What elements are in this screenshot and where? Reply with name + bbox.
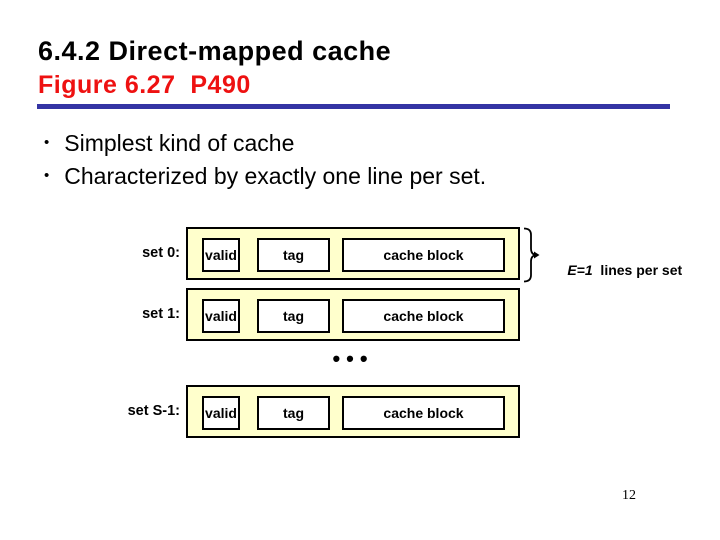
title-rule <box>37 104 670 109</box>
cache-set-row-1: set 1: valid tag cache block <box>110 288 590 341</box>
slide-title: 6.4.2 Direct-mapped cache <box>38 36 392 66</box>
set-label: set 1: <box>142 306 180 322</box>
cache-block-cell: cache block <box>342 299 505 333</box>
valid-cell: valid <box>202 396 240 430</box>
bullet-item: • Simplest kind of cache <box>44 128 486 158</box>
bullet-marker: • <box>44 134 50 151</box>
page-number: 12 <box>622 488 636 503</box>
ellipsis-dots: ••• <box>332 346 374 371</box>
e-equals-label: E=1 <box>567 262 593 278</box>
set-label: set 0: <box>142 245 180 261</box>
slide-subtitle: Figure 6.27 P490 <box>38 71 251 99</box>
tag-cell: tag <box>257 238 330 272</box>
bullet-text: Simplest kind of cache <box>64 130 295 156</box>
bullet-list: • Simplest kind of cache • Characterized… <box>44 128 486 194</box>
set-label: set S-1: <box>127 403 180 419</box>
tag-cell: tag <box>257 299 330 333</box>
bullet-item: • Characterized by exactly one line per … <box>44 161 486 191</box>
cache-block-cell: cache block <box>342 238 505 272</box>
valid-cell: valid <box>202 238 240 272</box>
cache-set-row-s-1: set S-1: valid tag cache block <box>110 385 590 438</box>
bullet-text: Characterized by exactly one line per se… <box>64 163 487 189</box>
set-line-box: valid tag cache block <box>186 385 520 438</box>
set-line-box: valid tag cache block <box>186 288 520 341</box>
lines-per-set-annotation: E=1 lines per set <box>544 246 682 294</box>
cache-set-row-0: set 0: valid tag cache block <box>110 227 590 280</box>
tag-cell: tag <box>257 396 330 430</box>
valid-cell: valid <box>202 299 240 333</box>
brace-icon <box>523 227 540 283</box>
lines-per-set-label: lines per set <box>592 262 683 278</box>
set-line-box: valid tag cache block <box>186 227 520 280</box>
cache-block-cell: cache block <box>342 396 505 430</box>
bullet-marker: • <box>44 167 50 184</box>
